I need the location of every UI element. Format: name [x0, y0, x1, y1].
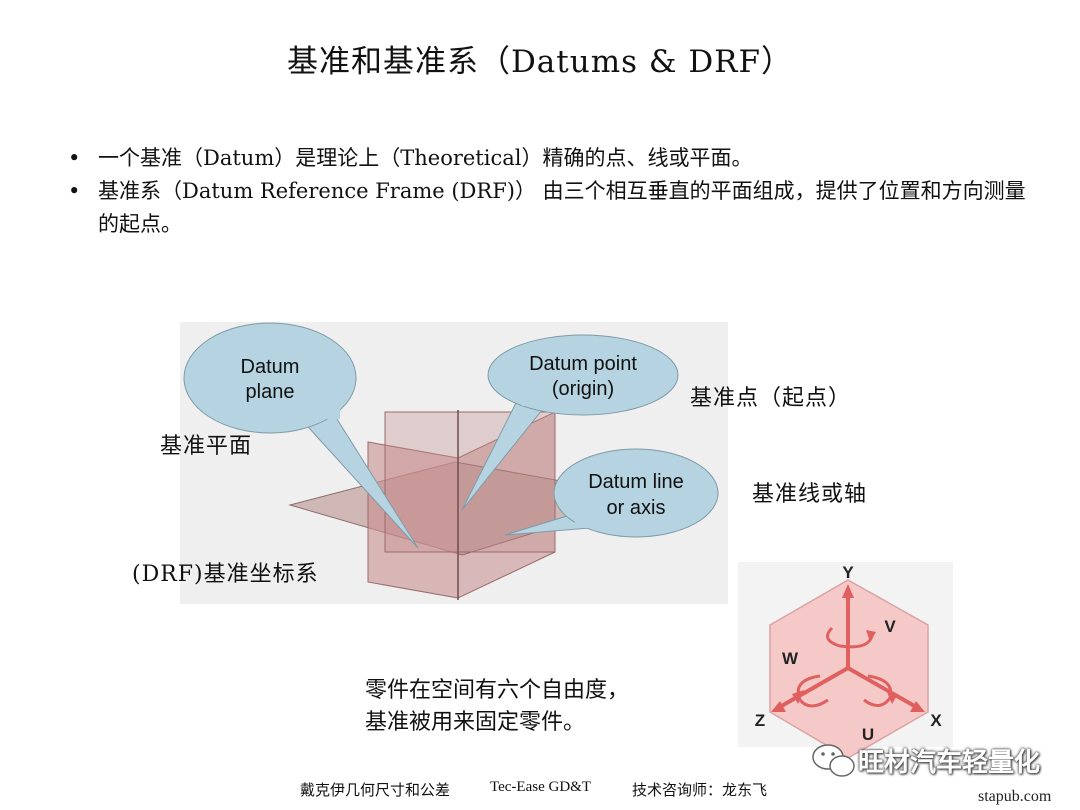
dof-note: 零件在空间有六个自由度， 基准被用来固定零件。 [365, 675, 629, 739]
label-datum-point: 基准点（起点） [690, 386, 852, 411]
callout-datum-line-line1: Datum line [588, 471, 684, 493]
footer-left: 戴克伊几何尺寸和公差 [300, 783, 451, 799]
y-axis-arrow [842, 584, 854, 598]
watermark-site: stapub.com [978, 788, 1052, 805]
callout-datum-point-line1: Datum point [529, 353, 637, 375]
v-rotation-icon [826, 626, 874, 649]
callout-datum-plane: Datum plane [183, 322, 419, 549]
page-title: 基准和基准系（Datums & DRF） [286, 44, 794, 80]
z-axis-arrow [771, 701, 786, 712]
bullet-text-2: 基准系（Datum Reference Frame (DRF)） 由三个相互垂直… [98, 179, 1026, 236]
w-rotation-arrowhead [792, 690, 804, 704]
dof-note-line2: 基准被用来固定零件。 [365, 710, 586, 735]
axis-label-u: U [862, 725, 874, 744]
watermark-text: 旺材汽车轻量化 [858, 748, 1041, 778]
axis-label-w: W [782, 649, 799, 668]
callout-datum-line-line2: or axis [607, 497, 666, 519]
z-axis-line [777, 666, 849, 710]
label-datum-plane: 基准平面 [160, 434, 253, 459]
axis-label-y: Y [842, 563, 854, 582]
footer-right: 技术咨询师：龙东飞 [632, 783, 768, 799]
bullet-item-2: • 基准系（Datum Reference Frame (DRF)） 由三个相互… [68, 175, 1028, 241]
callout-datum-point-line2: (origin) [552, 378, 614, 400]
wechat-watermark-icon [812, 744, 855, 777]
label-drf: (DRF)基准坐标系 [132, 562, 319, 587]
footer-middle: Tec-Ease GD&T [490, 779, 591, 795]
axis-label-z: Z [755, 711, 765, 730]
bullet-list: • 一个基准（Datum）是理论上（Theoretical）精确的点、线或平面。… [68, 142, 1028, 241]
x-axis-arrow [910, 701, 925, 712]
bullet-symbol: • [68, 146, 81, 170]
bullet-item-1: • 一个基准（Datum）是理论上（Theoretical）精确的点、线或平面。 [68, 142, 1028, 175]
dof-note-line1: 零件在空间有六个自由度， [365, 678, 630, 703]
dof-hexagon-figure: Y X Z U V W [738, 562, 953, 759]
callout-datum-plane-line1: Datum [241, 356, 300, 378]
axis-label-v: V [884, 617, 896, 636]
u-rotation-arrowhead [886, 690, 898, 704]
bullet-symbol: • [68, 179, 81, 203]
axis-label-x: X [930, 711, 942, 730]
bullet-text-1: 一个基准（Datum）是理论上（Theoretical）精确的点、线或平面。 [98, 146, 753, 170]
w-rotation-icon [796, 674, 829, 708]
callout-datum-plane-line2: plane [246, 381, 295, 403]
callout-datum-line: Datum line or axis [504, 448, 719, 538]
callout-datum-point: Datum point (origin) [461, 334, 679, 511]
x-axis-line [847, 666, 919, 710]
v-rotation-arrowhead [866, 630, 876, 642]
label-datum-line: 基准线或轴 [752, 482, 868, 507]
